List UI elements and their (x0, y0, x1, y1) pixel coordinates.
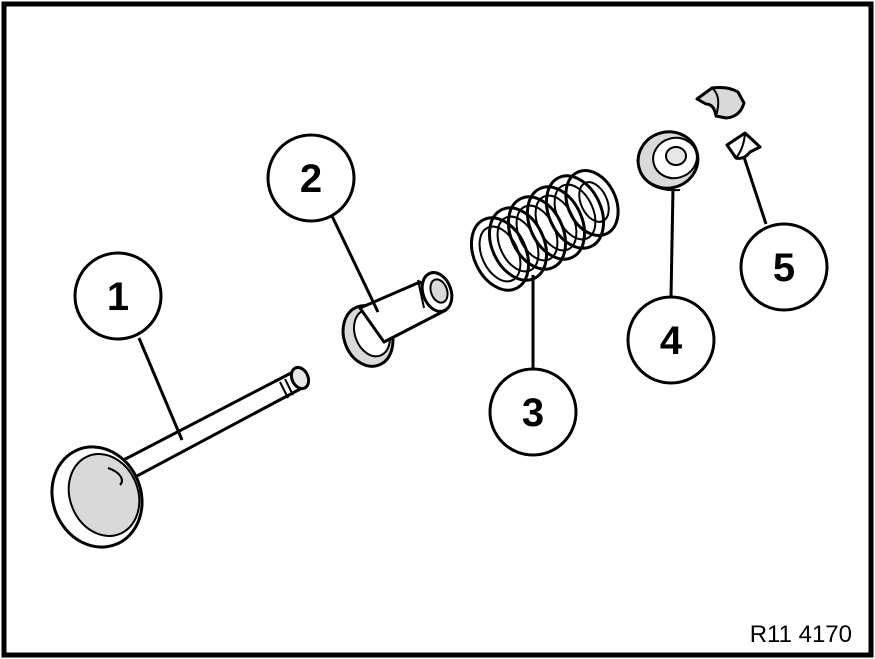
callout-2: 2 (266, 133, 356, 223)
callout-4: 4 (626, 295, 716, 385)
leader-line-4 (669, 187, 675, 299)
leader-line-5 (742, 156, 768, 225)
callout-circle (626, 295, 716, 385)
callout-3: 3 (488, 367, 578, 457)
valve-keepers-part (695, 86, 762, 160)
callout-1: 1 (73, 251, 163, 341)
callout-circle (73, 251, 163, 341)
callout-number: 2 (300, 157, 322, 201)
valve-part (50, 365, 311, 549)
callout-circle (266, 133, 356, 223)
callout-circle (739, 222, 829, 312)
leader-line-1 (137, 337, 184, 441)
callout-number: 4 (660, 319, 683, 363)
callout-number: 5 (773, 246, 795, 290)
valve-springs-part (469, 169, 620, 292)
leader-line-2 (330, 215, 380, 313)
valve-stem-seal-part (341, 271, 454, 368)
callout-number: 1 (107, 275, 129, 319)
callout-number: 3 (522, 391, 544, 435)
spring-retainer-part (636, 130, 700, 192)
leader-lines (137, 156, 768, 441)
callout-5: 5 (739, 222, 829, 312)
figure-reference-code: R11 4170 (750, 621, 852, 648)
callout-circle (488, 367, 578, 457)
